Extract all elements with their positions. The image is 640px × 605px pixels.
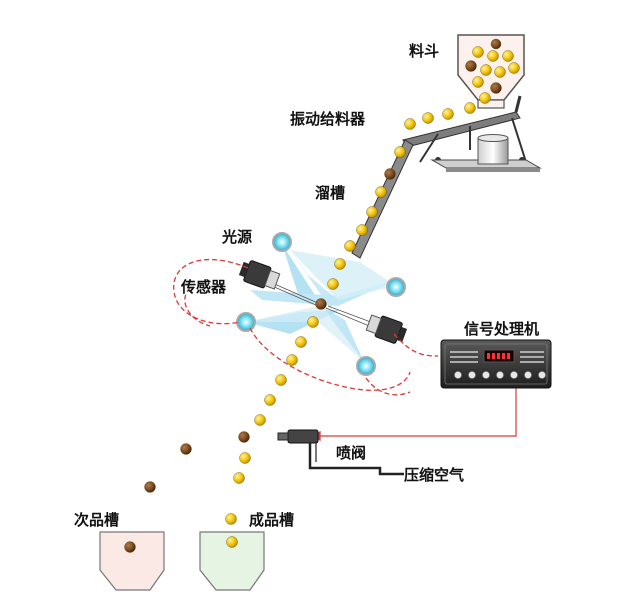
sensor-lines (269, 281, 377, 329)
signal-line-to-valve (312, 386, 517, 442)
grains (124, 38, 520, 553)
accept-bin-icon (199, 531, 265, 591)
light-source-icon (236, 232, 406, 376)
reject-bin-icon (99, 531, 165, 591)
feeder-label: 振动给料器 (290, 110, 366, 128)
vibratory-feeder-icon (402, 95, 542, 172)
ejector-valve-icon (277, 429, 319, 444)
hopper-label: 料斗 (409, 42, 440, 60)
sensor-label: 传感器 (181, 278, 227, 296)
air-hose-icon (308, 443, 404, 476)
chute-icon (351, 139, 414, 259)
reject-bin-label: 次品槽 (74, 511, 120, 529)
air-label: 压缩空气 (404, 466, 465, 484)
valve-label: 喷阀 (336, 444, 367, 462)
light-beams (246, 238, 396, 362)
accept-bin-label: 成品槽 (249, 511, 295, 529)
light-source-label: 光源 (222, 228, 253, 246)
chute-label: 溜槽 (315, 184, 346, 202)
signal-cables (173, 259, 439, 396)
processor-label: 信号处理机 (464, 320, 540, 338)
signal-processor-icon (440, 339, 552, 389)
